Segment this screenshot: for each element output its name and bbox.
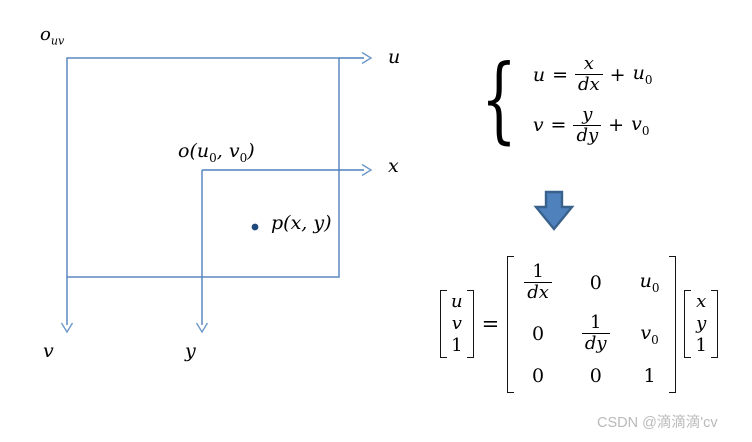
eq-v-term-base: v [631,112,642,135]
x-axis-arrowhead-icon [361,163,373,177]
matrix-equals: = [481,312,500,337]
origin-xy-sub1: 0 [209,150,217,165]
equation-u: u = x dx + u0 [533,54,653,95]
left-bracket-icon [684,290,692,359]
eq-u-numerator: x [583,53,594,75]
matrix-r3c3: 1 [643,364,656,387]
right-bracket-icon [710,290,718,359]
matrix-r1c2: 0 [589,271,602,294]
eq-v-numerator: y [582,103,593,125]
uv1-entries: u v 1 [447,290,467,358]
matrix-r2c3: v0 [640,322,658,347]
point-p-label: p(x, y) [271,212,332,234]
x-axis-label: x [388,155,399,177]
xy1-entry-x: x [696,291,707,313]
coordinate-diagram [60,51,373,334]
eq-v-term-sub: 0 [641,123,650,138]
matrix-r3c2: 0 [589,364,602,387]
image-frame-rect [66,57,340,278]
xy1-entries: x y 1 [691,290,710,358]
r2c3-sub: 0 [651,332,659,347]
eq-v-equals: = [550,114,567,137]
matrix-r1c1: 1 dx [524,261,552,303]
matrix-r2c2: 1 dy [581,312,610,354]
u-axis-label: u [388,46,401,68]
uv1-entry-u: u [451,291,463,313]
y-axis-label: y [185,340,196,362]
origin-uv-label: ouv [40,24,64,48]
r2c2-denominator: dy [581,333,610,354]
eq-v-offset-term: v0 [631,113,649,138]
xy1-vector: x y 1 [684,290,718,359]
matrix-r2c1: 0 [532,322,545,345]
uv1-entry-v: v [451,313,462,335]
right-bracket-icon [466,290,474,359]
r2c3-base: v [640,321,652,344]
eq-u-offset-term: u0 [633,62,653,87]
origin-xy-part3: ) [247,140,255,162]
equation-v: v = y dy + v0 [532,103,653,146]
origin-uv-base: o [40,24,51,45]
origin-uv-subscript: uv [50,34,65,48]
origin-xy-part2: , v [216,140,240,162]
eq-v-plus: + [608,114,625,137]
eq-v-denominator: dy [573,124,602,146]
r1c1-denominator: dx [524,282,552,303]
csdn-watermark: CSDN @滴滴滴'cv [597,415,718,431]
eq-v-fraction: y dy [573,103,602,146]
eq-u-lhs: u [532,63,546,86]
left-bracket-icon [507,256,515,393]
right-bracket-icon [669,256,677,393]
uv1-entry-1: 1 [451,335,463,357]
coordinate-equations: { u = x dx + u0 v = y dy + v0 [481,47,652,153]
eq-v-lhs: v [532,114,544,137]
xy1-entry-y: y [696,313,707,335]
uv1-vector: u v 1 [440,290,474,359]
curly-brace-icon: { [481,45,517,154]
origin-xy-part1: o(u [178,140,210,162]
eq-u-fraction: x dx [574,53,603,95]
xy1-entry-1: 1 [695,335,707,357]
point-p-dot [251,223,259,231]
y-axis-arrowhead-icon [195,322,209,334]
eq-u-denominator: dx [574,74,603,95]
transform-matrix: 1 dx 0 u0 0 1 dy v0 0 0 1 [507,256,677,393]
v-axis-label: v [43,340,54,362]
eq-u-plus: + [609,63,626,86]
origin-xy-sub2: 0 [239,150,248,165]
r1c1-numerator: 1 [532,261,544,282]
matrix-r3c1: 0 [532,364,545,387]
r1c3-sub: 0 [651,281,660,296]
origin-xy-label: o(u0, v0) [178,140,255,165]
eq-u-term-sub: 0 [644,73,653,88]
eq-u-equals: = [552,63,568,86]
equation-column: u = x dx + u0 v = y dy + v0 [533,54,653,146]
matrix-r1c3: u0 [640,270,660,295]
eq-u-term-base: u [632,62,645,85]
left-bracket-icon [440,290,447,359]
matrix-equation: u v 1 = 1 dx 0 u0 0 1 dy v0 [440,256,718,393]
down-arrow-icon [533,190,575,231]
u-axis-arrowhead-icon [361,51,373,65]
v-axis-arrowhead-icon [60,322,74,334]
matrix-entries: 1 dx 0 u0 0 1 dy v0 0 0 1 [514,256,669,393]
r1c3-base: u [639,270,652,293]
r2c2-numerator: 1 [590,312,602,334]
